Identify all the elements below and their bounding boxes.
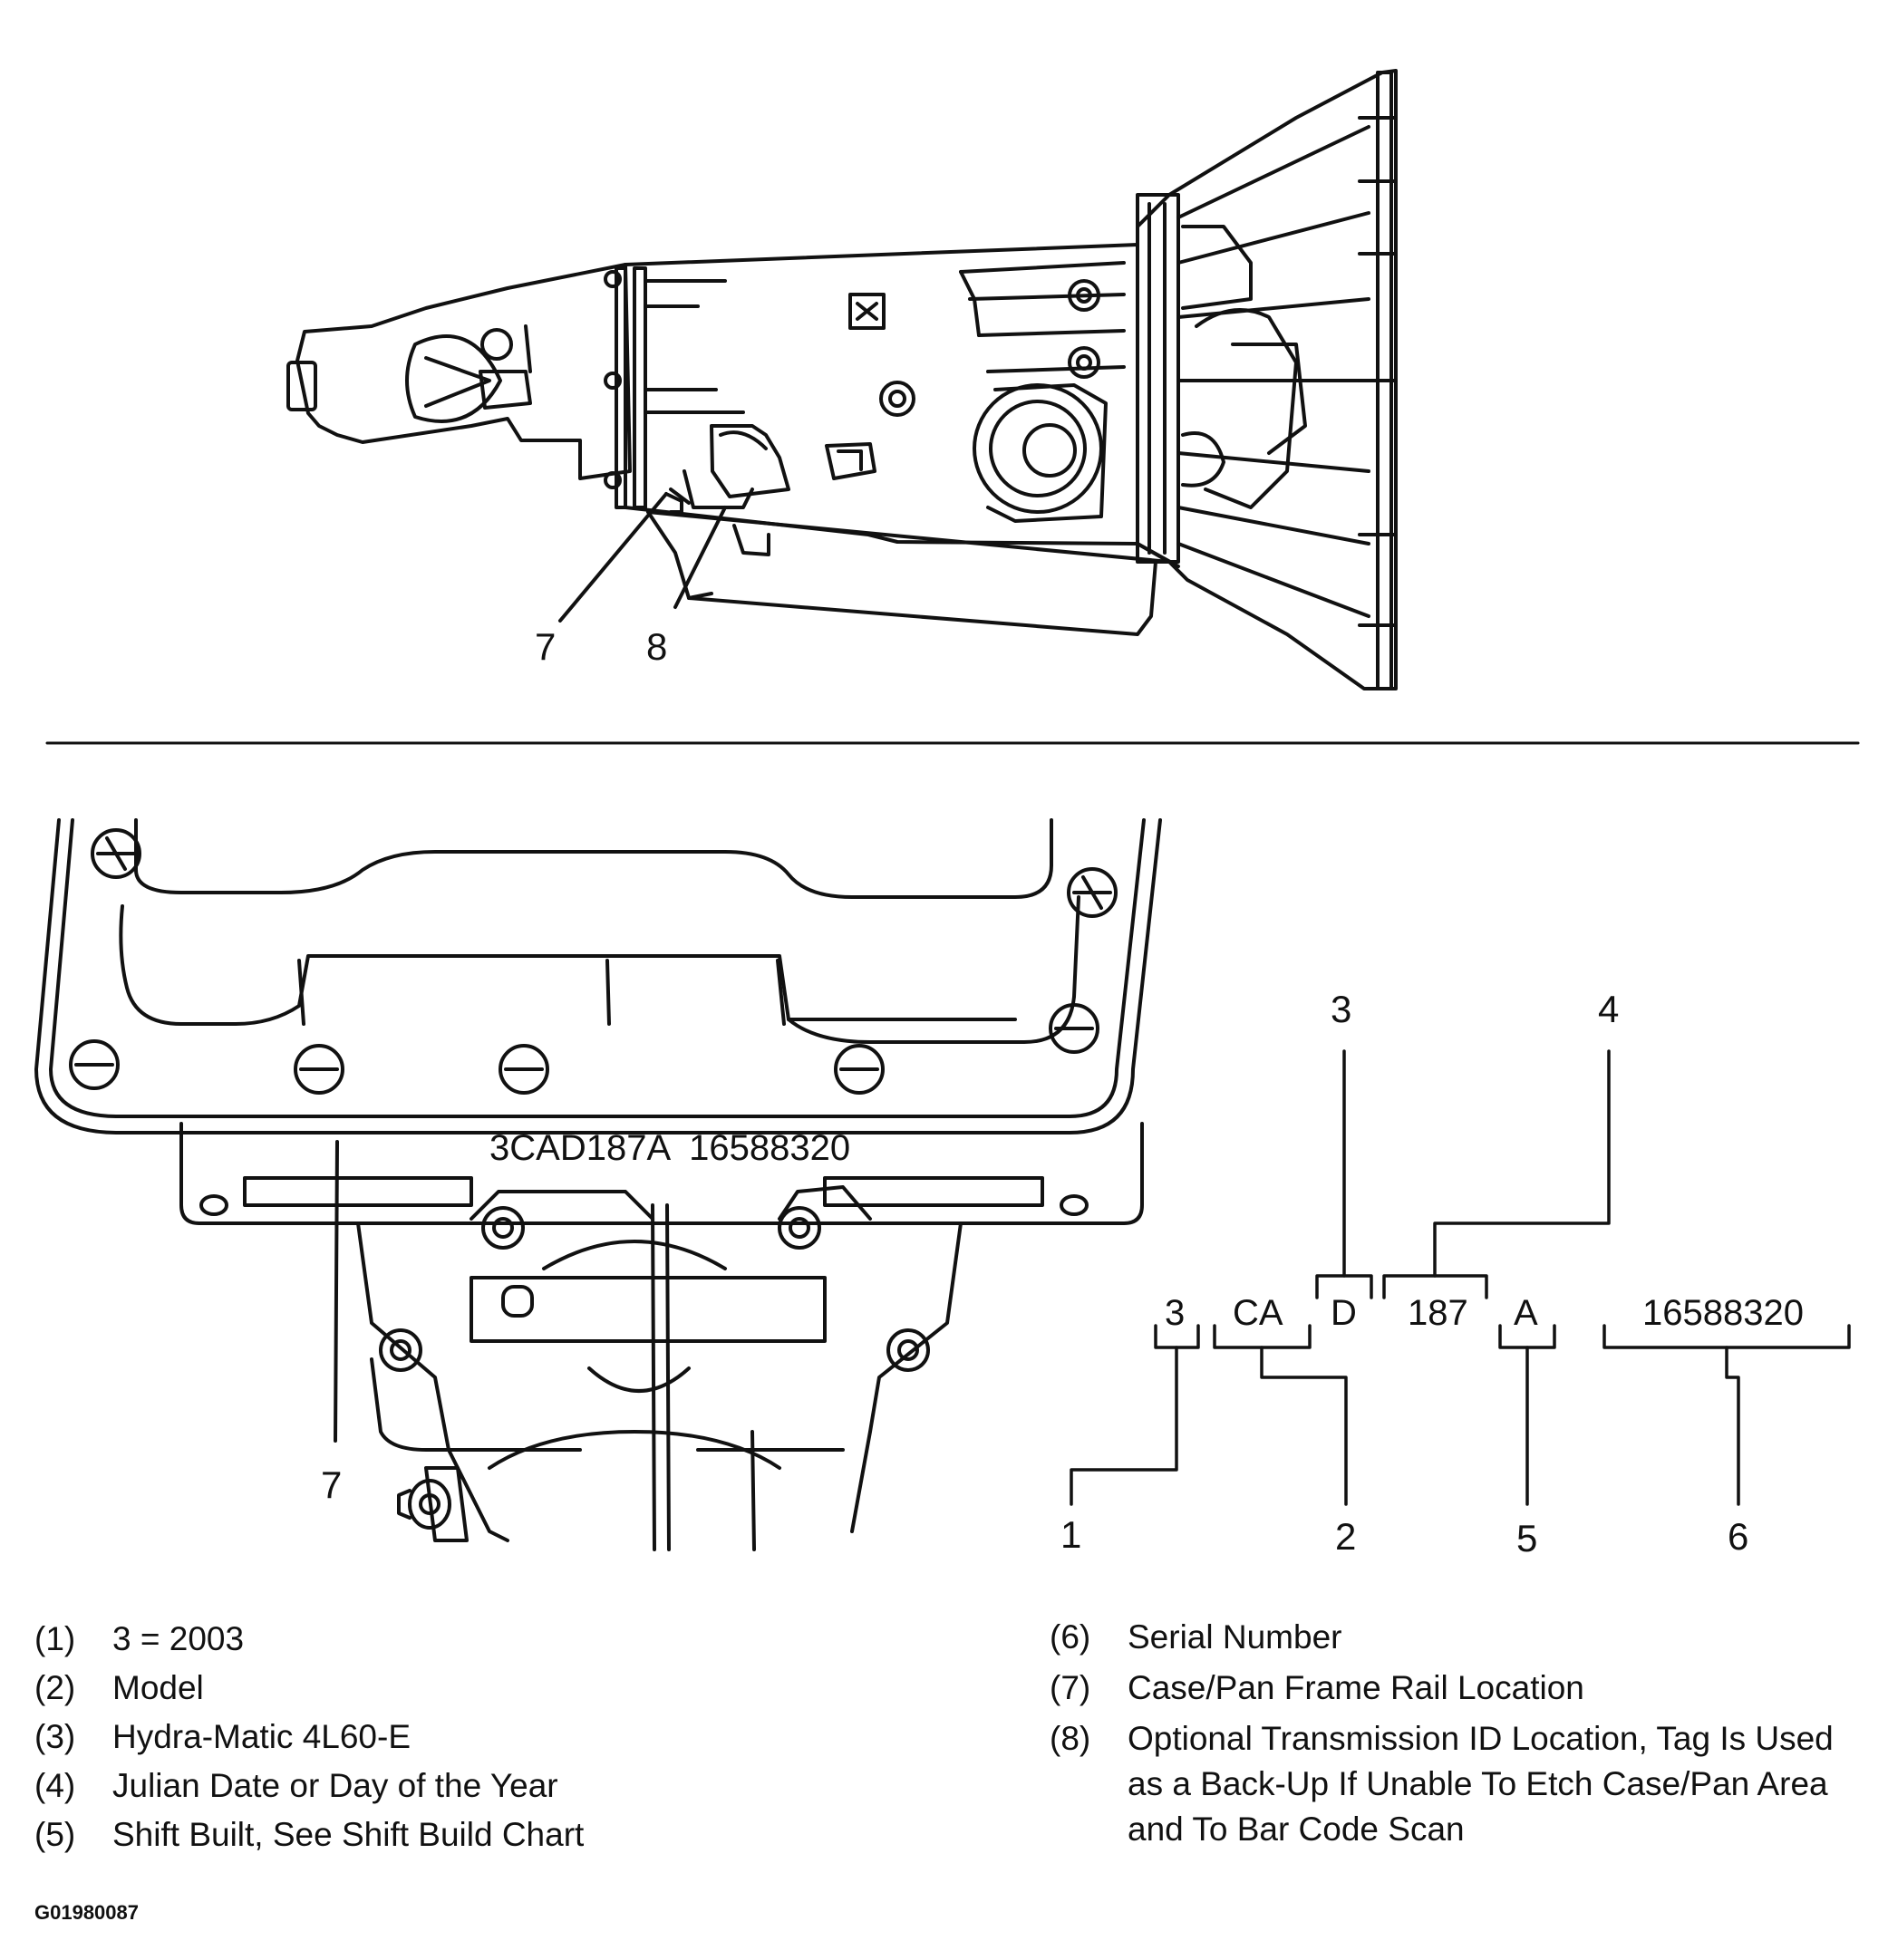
code-seg-5: A <box>1514 1293 1538 1333</box>
legend-text: Hydra-Matic 4L60-E <box>112 1718 411 1755</box>
callout-8-top: 8 <box>646 625 667 668</box>
legend-num: (8) <box>1050 1720 1091 1757</box>
legend-num: (5) <box>34 1816 76 1853</box>
callout-7-top: 7 <box>535 625 556 668</box>
leader-8-top <box>673 506 727 609</box>
legend-item: (4) Julian Date or Day of the Year <box>34 1762 941 1810</box>
legend-num: (7) <box>1050 1669 1091 1706</box>
legend-num: (1) <box>34 1620 76 1657</box>
legend-item: (5) Shift Built, See Shift Build Chart <box>34 1810 941 1859</box>
pan-etch-code: 3CAD187A 16588320 <box>489 1128 850 1168</box>
code-breakdown-lines <box>1070 1049 1851 1506</box>
code-seg-2: CA <box>1233 1293 1283 1333</box>
legend-num: (6) <box>1050 1618 1091 1656</box>
legend-item: (3) Hydra-Matic 4L60-E <box>34 1713 941 1762</box>
legend-num: (4) <box>34 1767 76 1804</box>
legend-text: Shift Built, See Shift Build Chart <box>112 1816 585 1853</box>
pan-bottom-view <box>34 818 1162 1551</box>
legend-text: Julian Date or Day of the Year <box>112 1767 558 1804</box>
code-seg-1: 3 <box>1165 1293 1185 1333</box>
legend-item: (7) Case/Pan Frame Rail Location <box>1050 1666 1865 1711</box>
legend-text: Optional Transmission ID Location, Tag I… <box>1128 1720 1834 1848</box>
code-seg-4: 187 <box>1408 1293 1468 1333</box>
code-callout-6: 6 <box>1728 1515 1748 1558</box>
code-seg-6: 16588320 <box>1642 1293 1804 1333</box>
pan-bolts <box>69 828 1118 1095</box>
code-callout-4: 4 <box>1598 988 1619 1030</box>
legend-text: Serial Number <box>1128 1618 1342 1656</box>
legend-right: (6) Serial Number (7) Case/Pan Frame Rail … <box>1050 1615 1865 1852</box>
code-callout-5: 5 <box>1516 1517 1537 1559</box>
code-callout-3: 3 <box>1331 988 1351 1030</box>
legend-item: (1) 3 = 2003 <box>34 1615 941 1664</box>
code-callout-1: 1 <box>1060 1513 1081 1556</box>
figure-id: G01980087 <box>34 1901 139 1924</box>
legend-num: (3) <box>34 1718 76 1755</box>
legend-text: Model <box>112 1669 204 1706</box>
leader-7-top <box>558 492 668 623</box>
callout-7-bottom: 7 <box>321 1463 342 1506</box>
legend-num: (2) <box>34 1669 76 1706</box>
code-callout-2: 2 <box>1335 1515 1356 1558</box>
leader-7-bottom <box>334 1140 339 1443</box>
legend-item: (6) Serial Number <box>1050 1615 1865 1660</box>
legend-text: Case/Pan Frame Rail Location <box>1128 1669 1584 1706</box>
legend-left: (1) 3 = 2003 (2) Model (3) Hydra-Matic 4L60… <box>34 1615 941 1859</box>
transmission-side-view <box>286 69 1398 690</box>
legend-item: (8) Optional Transmission ID Location, Ta… <box>1050 1716 1865 1852</box>
legend-item: (2) Model <box>34 1664 941 1713</box>
code-seg-3: D <box>1331 1293 1357 1333</box>
legend-text: 3 = 2003 <box>112 1620 245 1657</box>
